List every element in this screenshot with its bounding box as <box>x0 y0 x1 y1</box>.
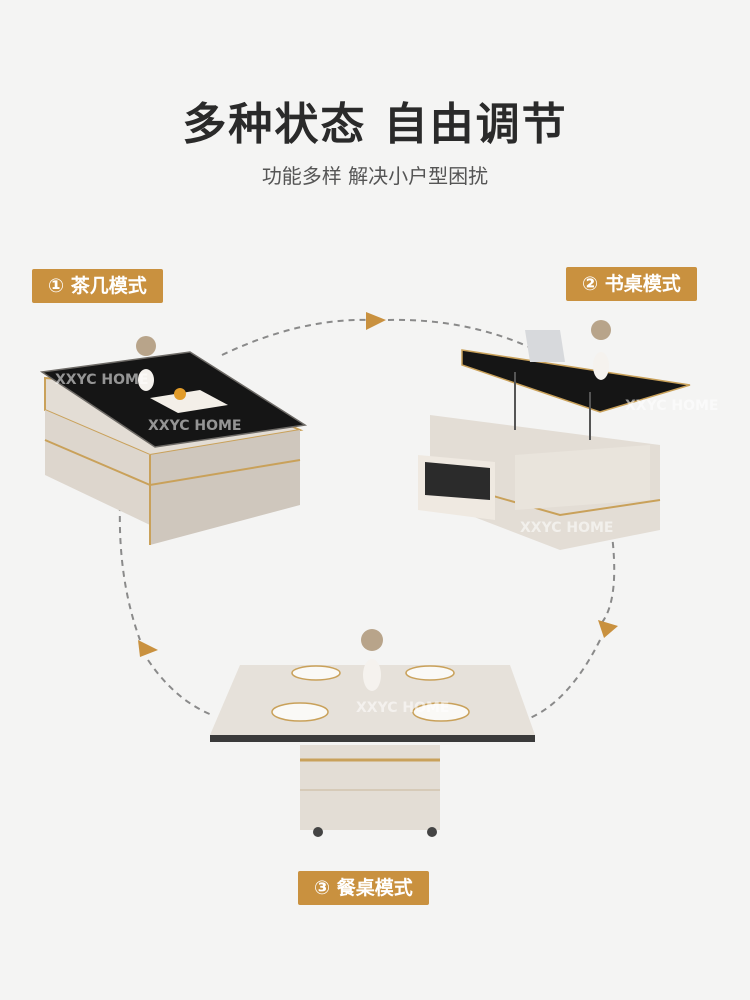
watermark-text-2: XXYC HOME <box>148 418 242 434</box>
arrow-heads <box>138 312 618 657</box>
coffee-table-illustration <box>39 336 308 545</box>
arrow-head-left-icon <box>138 640 158 657</box>
mode-badge-dining-table: ③ 餐桌模式 <box>298 871 429 905</box>
arrow-path-top-right <box>387 318 541 353</box>
arrow-path-left <box>118 504 141 641</box>
arrow-path-bottom-left <box>147 659 213 716</box>
watermark-text-4: XXYC HOME <box>520 520 614 536</box>
watermark-text-3: XXYC HOME <box>625 398 719 414</box>
watermark-text-1: XXYC HOME <box>55 372 149 388</box>
page-subtitle: 功能多样 解决小户型困扰 <box>261 164 489 188</box>
mode-badge-coffee-table: ① 茶几模式 <box>32 269 163 303</box>
dining-table-illustration <box>210 629 535 837</box>
arrow-head-top-icon <box>366 312 386 330</box>
mode-badge-desk: ② 书桌模式 <box>566 267 697 301</box>
page-title: 多种状态 自由调节 <box>182 99 568 150</box>
arrow-path-bottom-right <box>529 639 601 719</box>
cycle-arrows <box>118 318 616 719</box>
desk-table-illustration <box>418 320 691 550</box>
arrow-head-right-icon <box>598 620 618 638</box>
arrow-path-top-left <box>221 318 371 356</box>
watermark-text-5: XXYC HOME <box>356 700 450 716</box>
